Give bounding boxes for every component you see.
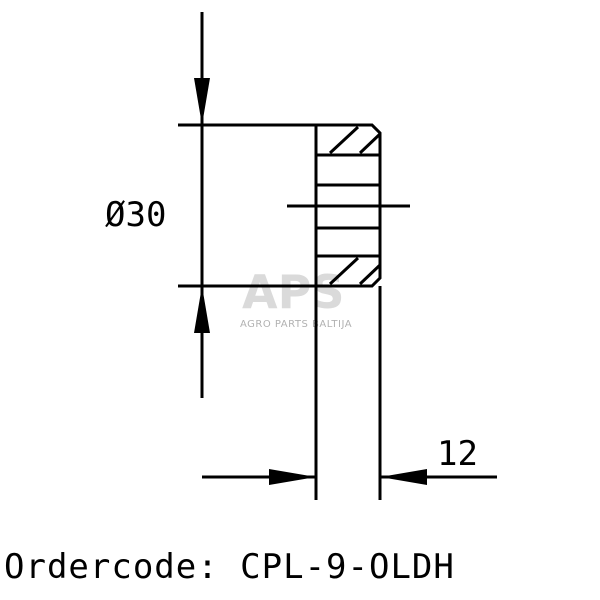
diameter-arrow-up — [194, 286, 210, 333]
diameter-arrow-down — [194, 78, 210, 125]
diameter-dimension — [178, 12, 316, 398]
width-label: 12 — [437, 434, 478, 474]
watermark-subtitle: AGRO PARTS BALTIJA — [240, 319, 352, 330]
watermark: APS AGRO PARTS BALTIJA — [240, 265, 352, 330]
watermark-logo: APS — [242, 265, 344, 319]
diameter-label: Ø30 — [105, 195, 166, 235]
bore-lines — [316, 183, 380, 230]
width-arrow-left — [380, 469, 427, 485]
ordercode-text: Ordercode: CPL-9-OLDH — [4, 547, 455, 587]
width-arrow-right — [269, 469, 316, 485]
hatch-top — [316, 125, 382, 157]
hatch-bottom — [316, 254, 382, 286]
